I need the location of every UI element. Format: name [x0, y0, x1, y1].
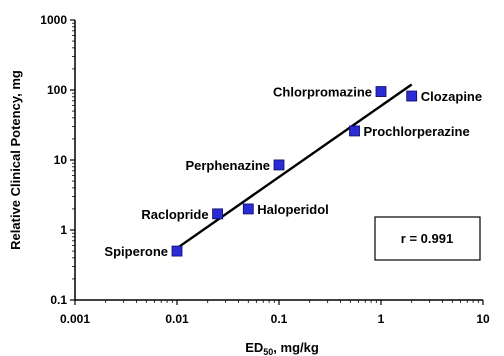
- regression-line: [176, 83, 413, 250]
- y-tick-label: 1000: [40, 13, 67, 27]
- x-axis-title-rest: , mg/kg: [273, 340, 319, 355]
- label-perphenazine: Perphenazine: [185, 158, 270, 173]
- point-clozapine: [406, 90, 418, 102]
- y-axis-title: Relative Clinical Potency, mg: [8, 70, 23, 250]
- label-spiperone: Spiperone: [104, 244, 168, 259]
- r-annotation-box: r = 0.991: [374, 216, 481, 261]
- point-spiperone: [171, 245, 183, 257]
- point-haloperidol: [242, 203, 254, 215]
- label-haloperidol: Haloperidol: [257, 202, 329, 217]
- x-tick-label: 0.1: [271, 312, 288, 326]
- x-axis-title-main: ED: [245, 340, 263, 355]
- x-tick-label: 0.01: [165, 312, 189, 326]
- label-clozapine: Clozapine: [421, 89, 482, 104]
- point-raclopride: [212, 208, 223, 220]
- r-annotation: r = 0.991: [401, 231, 453, 246]
- x-tick-label: 1: [378, 312, 385, 326]
- axes: [70, 19, 484, 305]
- x-axis-title: ED50, mg/kg: [245, 340, 319, 356]
- x-tick-label: 0.001: [60, 312, 90, 326]
- tick-labels: 0.1 1 10 100 1000 0.001 0.01 0.1 1 10: [40, 13, 490, 326]
- label-chlorpromazine: Chlorpromazine: [273, 85, 372, 100]
- point-chlorpromazine: [375, 86, 387, 97]
- y-tick-label: 10: [54, 153, 68, 167]
- x-axis-title-subscript: 50: [263, 347, 273, 356]
- data-points: [171, 86, 418, 257]
- x-tick-label: 10: [476, 312, 490, 326]
- y-tick-label: 0.1: [50, 293, 67, 307]
- y-tick-label: 100: [47, 83, 67, 97]
- point-perphenazine: [273, 159, 285, 171]
- point-prochlorperazine: [349, 125, 360, 137]
- label-raclopride: Raclopride: [141, 207, 208, 222]
- point-labels: Spiperone Raclopride Haloperidol Perphenazi…: [104, 85, 482, 260]
- y-tick-label: 1: [60, 223, 67, 237]
- label-prochlorperazine: Prochlorperazine: [364, 124, 470, 139]
